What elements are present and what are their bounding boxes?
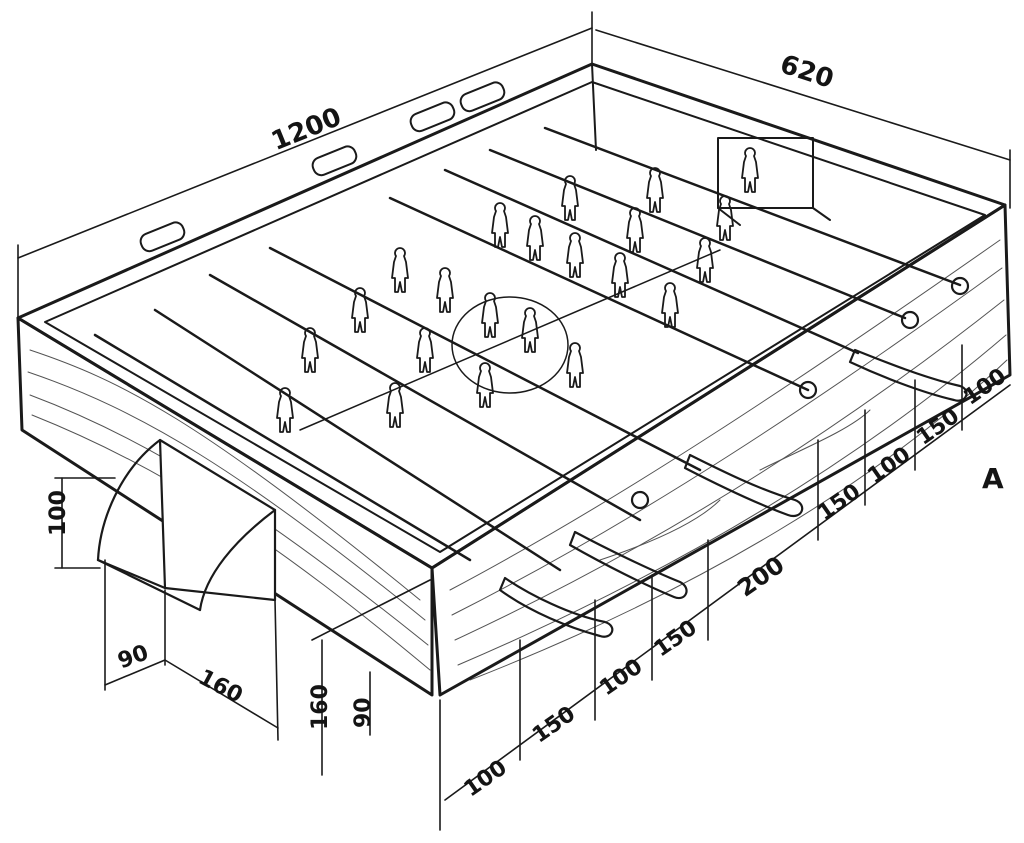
dimension-lines — [17, 11, 1011, 831]
rod-6 — [488, 148, 907, 320]
front-side-face — [430, 203, 1012, 697]
left-end-face — [16, 316, 434, 697]
player-figure — [661, 282, 679, 328]
player-figure — [526, 215, 544, 261]
player-figure — [611, 252, 629, 298]
player-figure — [351, 287, 369, 333]
dim-front-2: 150 — [528, 702, 580, 749]
dim-front-5: 200 — [732, 551, 789, 603]
dimension-labels: 1200 620 100 90 160 160 90 100 150 100 1… — [46, 50, 1011, 803]
player-figure — [276, 387, 294, 433]
field-markings — [299, 249, 721, 431]
dim-back-2: 100 — [863, 442, 915, 489]
far-goal — [717, 137, 831, 226]
dim-side-height: 160 — [308, 684, 333, 730]
rod-3 — [268, 246, 702, 472]
rod-2 — [208, 273, 642, 522]
dim-front-4: 150 — [650, 615, 702, 662]
handle-1 — [498, 576, 614, 638]
player-figure — [566, 342, 584, 388]
halfway-line — [299, 249, 721, 431]
back-rod-handles — [139, 81, 506, 253]
rod-5 — [443, 168, 860, 355]
dim-back-1: 150 — [813, 479, 865, 526]
dim-goal-depth: 90 — [115, 640, 152, 674]
dim-goal-height: 100 — [46, 490, 71, 536]
rod-1 — [153, 308, 562, 572]
dim-width: 620 — [776, 50, 837, 95]
player-figure — [716, 195, 734, 241]
rod-4 — [388, 196, 810, 392]
player-figure — [476, 362, 494, 408]
player-figure — [481, 292, 499, 338]
rod-8 — [93, 333, 472, 562]
player-figure — [626, 207, 644, 253]
player-figure — [436, 267, 454, 313]
players — [276, 147, 759, 433]
rod-7 — [543, 126, 962, 287]
player-figure — [741, 147, 759, 193]
dim-rod-height: 90 — [351, 697, 376, 728]
player-figure — [646, 167, 664, 213]
view-label: А — [982, 462, 1004, 495]
handle-3 — [683, 453, 804, 518]
dim-length: 1200 — [267, 102, 345, 157]
player-figure — [566, 232, 584, 278]
dim-back-3: 150 — [912, 404, 964, 451]
near-goal — [96, 438, 277, 612]
dim-goal-width: 160 — [194, 665, 246, 709]
player-figure — [491, 202, 509, 248]
table-body — [16, 62, 1012, 697]
center-circle — [451, 296, 569, 394]
player-figure — [521, 307, 539, 353]
handle-4 — [848, 348, 968, 402]
front-handles — [498, 276, 970, 638]
top-rim-inner — [44, 81, 986, 553]
dim-front-3: 100 — [595, 654, 647, 701]
player-figure — [696, 237, 714, 283]
player-figure — [301, 327, 319, 373]
rods — [93, 126, 962, 572]
player-figure — [561, 175, 579, 221]
player-figure — [386, 382, 404, 428]
handle-2 — [568, 530, 688, 600]
player-figure — [391, 247, 409, 293]
dim-front-1: 100 — [460, 755, 512, 802]
player-figure — [416, 327, 434, 373]
back-edge — [591, 63, 597, 151]
